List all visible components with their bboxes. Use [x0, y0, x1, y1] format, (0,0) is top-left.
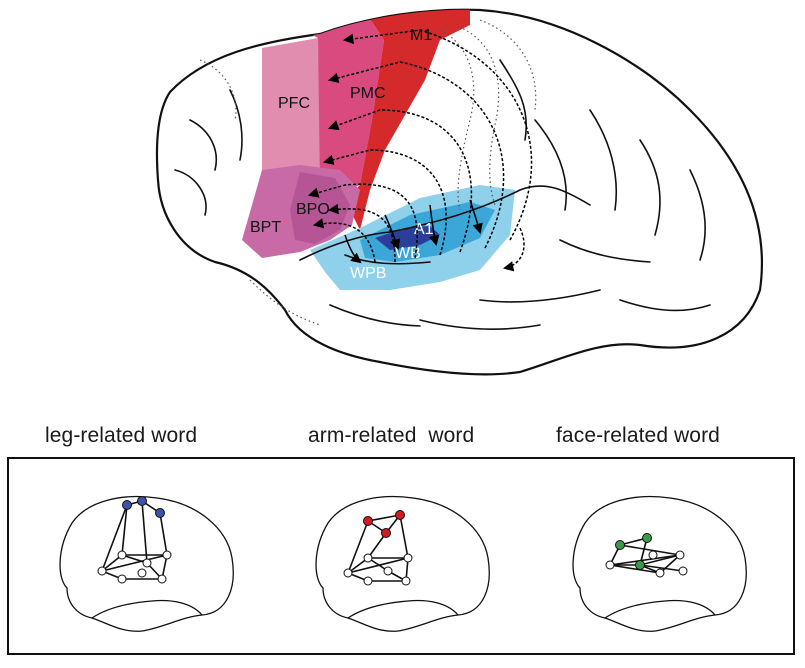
label-pmc: PMC	[350, 85, 386, 102]
label-bpt: BPT	[250, 219, 281, 236]
label-m1: M1	[410, 27, 432, 44]
label-pfc: PFC	[278, 95, 310, 112]
lateral-brain: M1 PMC PFC BPO BPT A1 WB WPB	[157, 6, 762, 374]
caption-face: face-related word	[556, 424, 720, 448]
network-panel	[7, 457, 795, 655]
label-wpb: WPB	[350, 265, 386, 282]
label-bpo: BPO	[296, 201, 330, 218]
caption-leg: leg-related word	[45, 424, 197, 448]
caption-arm: arm-related word	[308, 424, 474, 448]
